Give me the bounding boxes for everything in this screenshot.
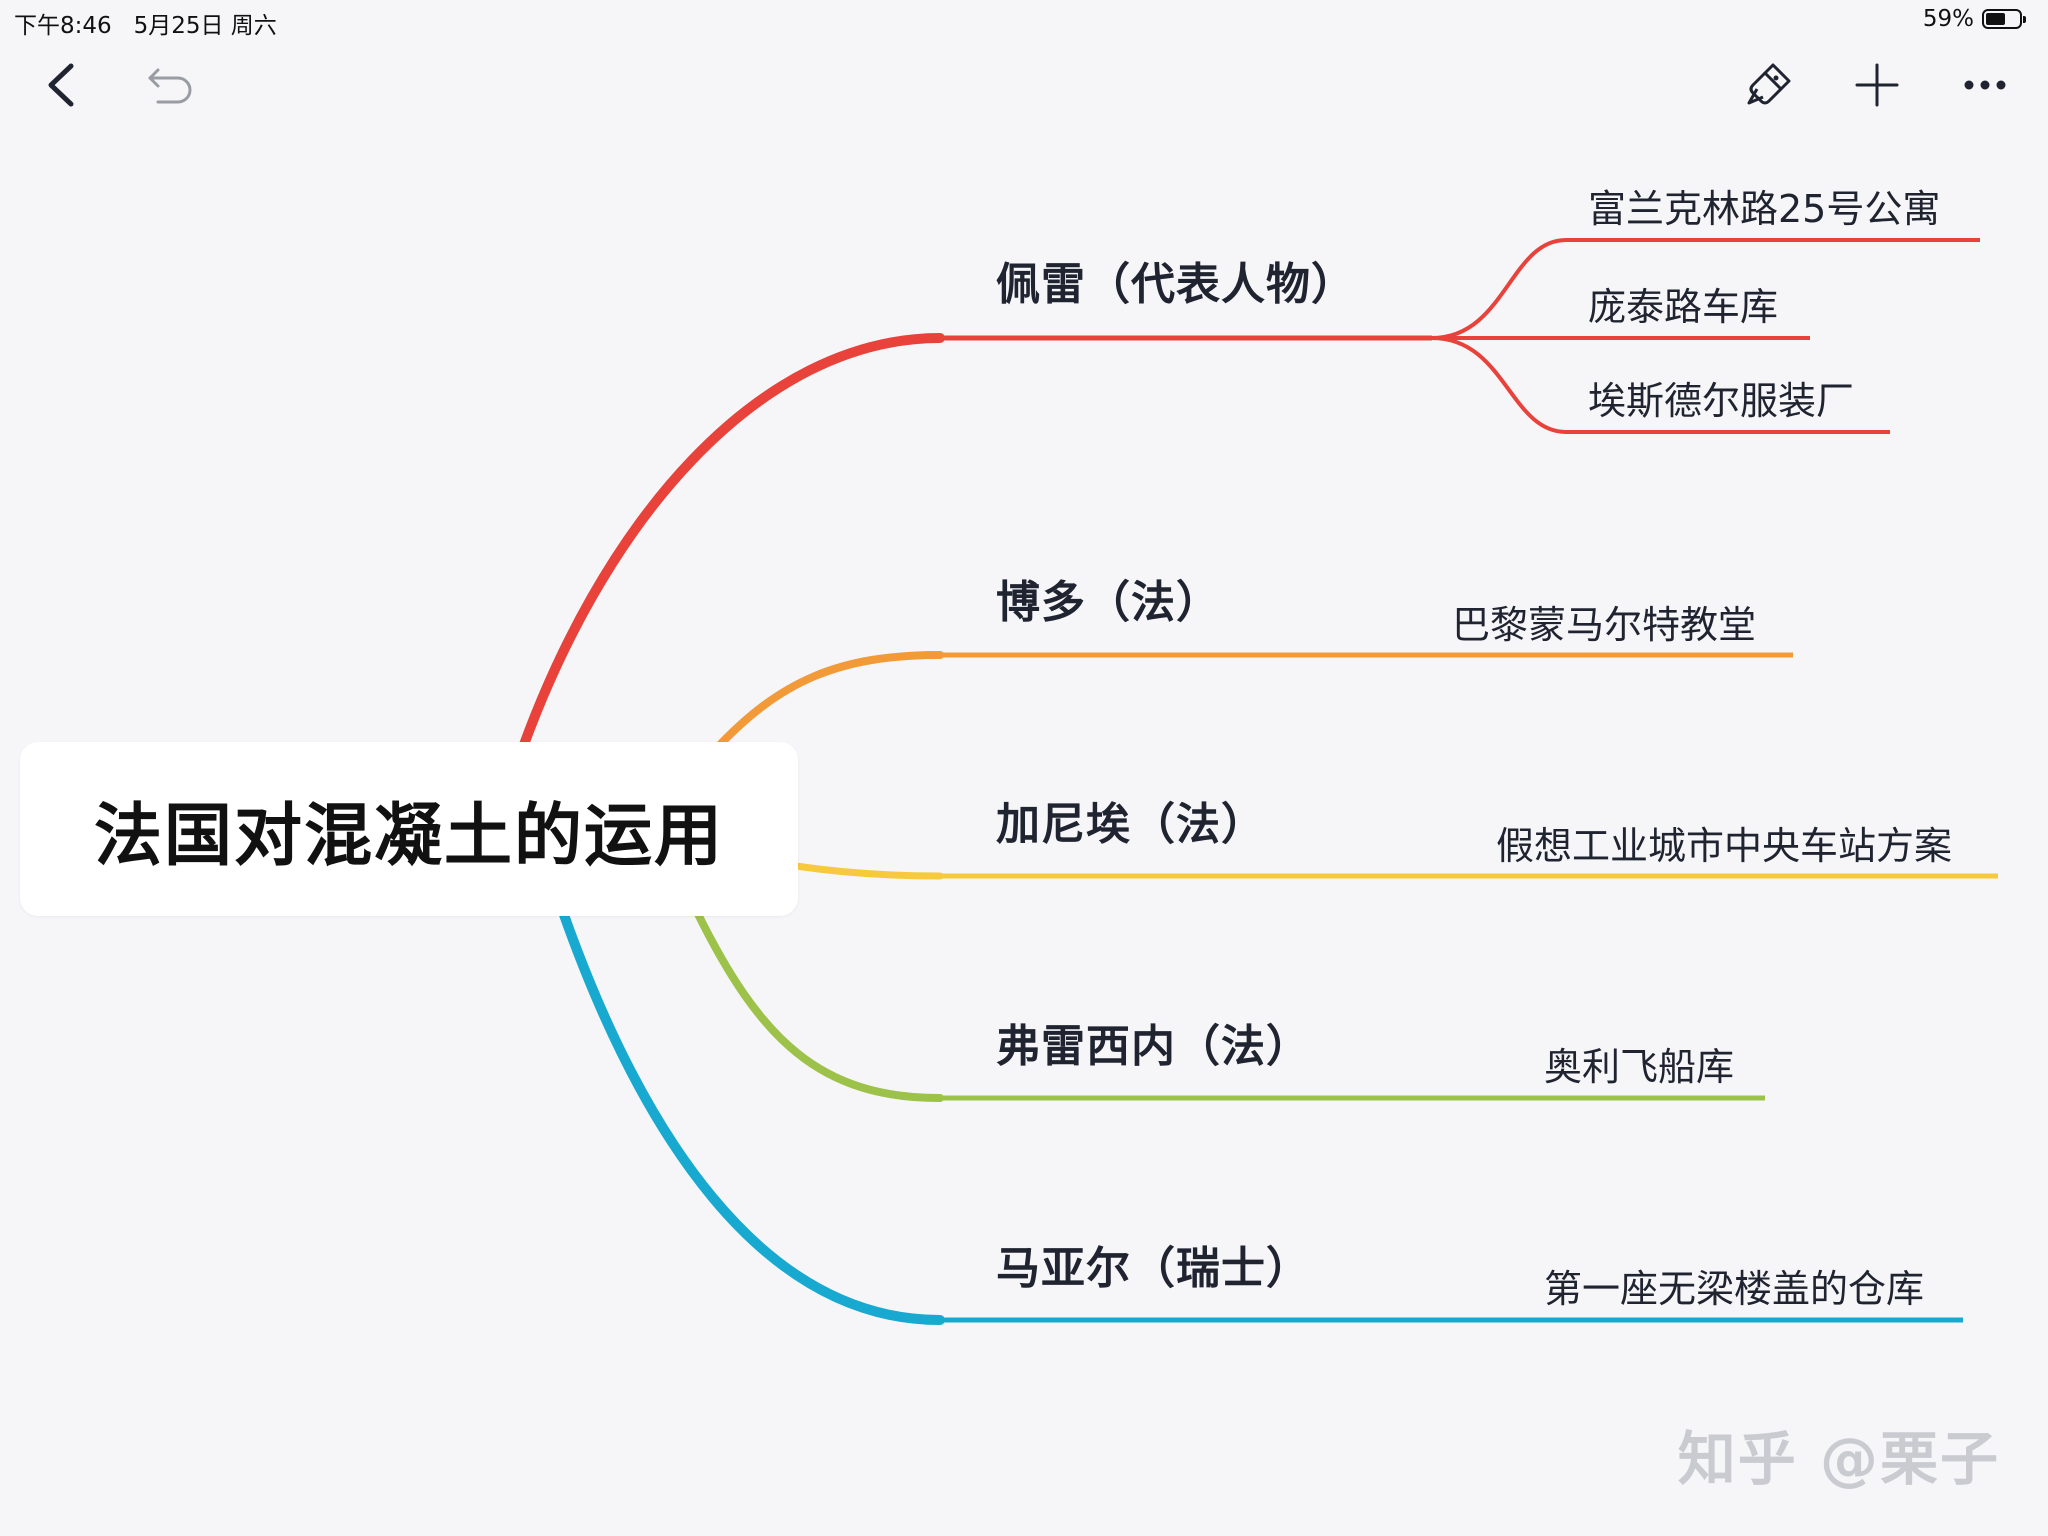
paint-brush-icon bbox=[1747, 63, 1791, 105]
battery-icon bbox=[1982, 9, 2026, 29]
undo-icon bbox=[148, 68, 192, 104]
status-time-date: 下午8:46 5月25日 周六 bbox=[14, 13, 277, 39]
undo-button[interactable] bbox=[136, 50, 206, 120]
central-topic[interactable]: 法国对混凝土的运用 bbox=[20, 742, 798, 916]
battery-percent: 59% bbox=[1922, 6, 1974, 32]
back-button[interactable] bbox=[26, 50, 96, 120]
subtopic-1-3[interactable]: 埃斯德尔服装厂 bbox=[1588, 379, 1855, 423]
chevron-left-icon bbox=[48, 63, 74, 107]
branch-connector-5 bbox=[558, 907, 945, 1325]
subtopic-3-1[interactable]: 假想工业城市中央车站方案 bbox=[1496, 824, 1953, 868]
branch-connector-3 bbox=[792, 862, 944, 880]
branch-topic-1[interactable]: 佩雷（代表人物） bbox=[996, 259, 1356, 310]
branch-topic-4[interactable]: 弗雷西内（法） bbox=[996, 1021, 1311, 1072]
battery-fill bbox=[1986, 13, 2005, 25]
branch-topic-5[interactable]: 马亚尔（瑞士） bbox=[996, 1243, 1311, 1294]
subtopic-5-1[interactable]: 第一座无梁楼盖的仓库 bbox=[1544, 1267, 1925, 1311]
add-button[interactable] bbox=[1842, 50, 1912, 120]
plus-icon bbox=[1855, 63, 1899, 107]
branch-connector-4 bbox=[693, 908, 944, 1102]
ellipsis-icon bbox=[1964, 80, 2006, 90]
branch-connector-2 bbox=[711, 651, 944, 754]
watermark-text: 知乎 @栗子 bbox=[1677, 1425, 2000, 1493]
subtopic-2-1[interactable]: 巴黎蒙马尔特教堂 bbox=[1452, 603, 1757, 647]
branch-connector-1 bbox=[510, 333, 945, 775]
subtopic-1-1[interactable]: 富兰克林路25号公寓 bbox=[1588, 187, 1941, 231]
subtopic-1-2[interactable]: 庞泰路车库 bbox=[1588, 285, 1779, 329]
style-button[interactable] bbox=[1734, 50, 1804, 120]
sub-connector-1-1 bbox=[1431, 238, 1980, 340]
branch-topic-3[interactable]: 加尼埃（法） bbox=[996, 799, 1266, 850]
sub-connector-1-3 bbox=[1431, 336, 1890, 434]
status-bar: 下午8:46 5月25日 周六 59% bbox=[0, 0, 2048, 40]
branch-topic-2[interactable]: 博多（法） bbox=[996, 577, 1221, 628]
more-button[interactable] bbox=[1950, 50, 2020, 120]
subtopic-4-1[interactable]: 奥利飞船库 bbox=[1544, 1045, 1735, 1089]
status-right: 59% bbox=[1922, 6, 2026, 32]
